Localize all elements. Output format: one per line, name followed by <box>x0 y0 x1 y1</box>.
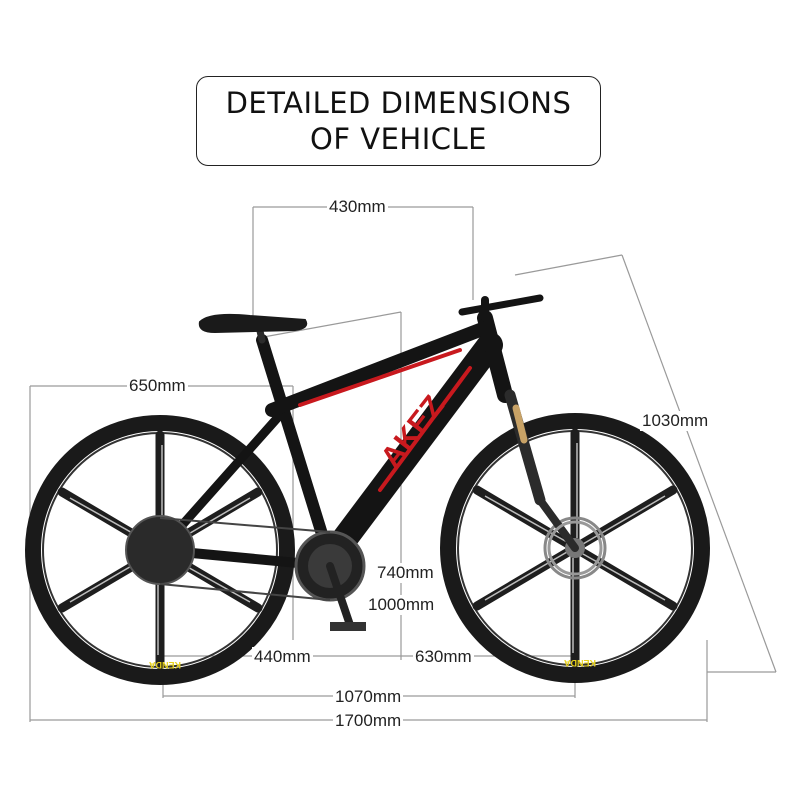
title-box: DETAILED DIMENSIONS OF VEHICLE <box>196 76 601 166</box>
front-wheel <box>440 413 710 683</box>
dim-label-rear-center: 440mm <box>252 647 313 667</box>
rear-tire-label: KENDA <box>149 660 182 670</box>
title-line-2: OF VEHICLE <box>310 122 487 156</box>
dim-label-wheelbase: 1070mm <box>333 687 404 707</box>
dim-label-overall-height: 1000mm <box>366 595 437 615</box>
drivetrain <box>125 515 366 631</box>
dim-diag-right <box>621 254 777 673</box>
dim-label-standover-height: 740mm <box>375 563 436 583</box>
dim-label-diagonal-length: 1030mm <box>640 411 711 431</box>
dim-label-overall-length: 1700mm <box>333 711 404 731</box>
dim-diag-top-left <box>257 311 402 339</box>
title-line-1: DETAILED DIMENSIONS <box>225 86 572 120</box>
dim-diag-top-right <box>514 254 623 276</box>
dim-label-handlebar-reach: 430mm <box>327 197 388 217</box>
disc-brake-rotor <box>547 520 603 576</box>
dim-label-seat-height: 650mm <box>127 376 188 396</box>
dim-label-front-center: 630mm <box>413 647 474 667</box>
front-tire-label: KENDA <box>564 658 597 668</box>
